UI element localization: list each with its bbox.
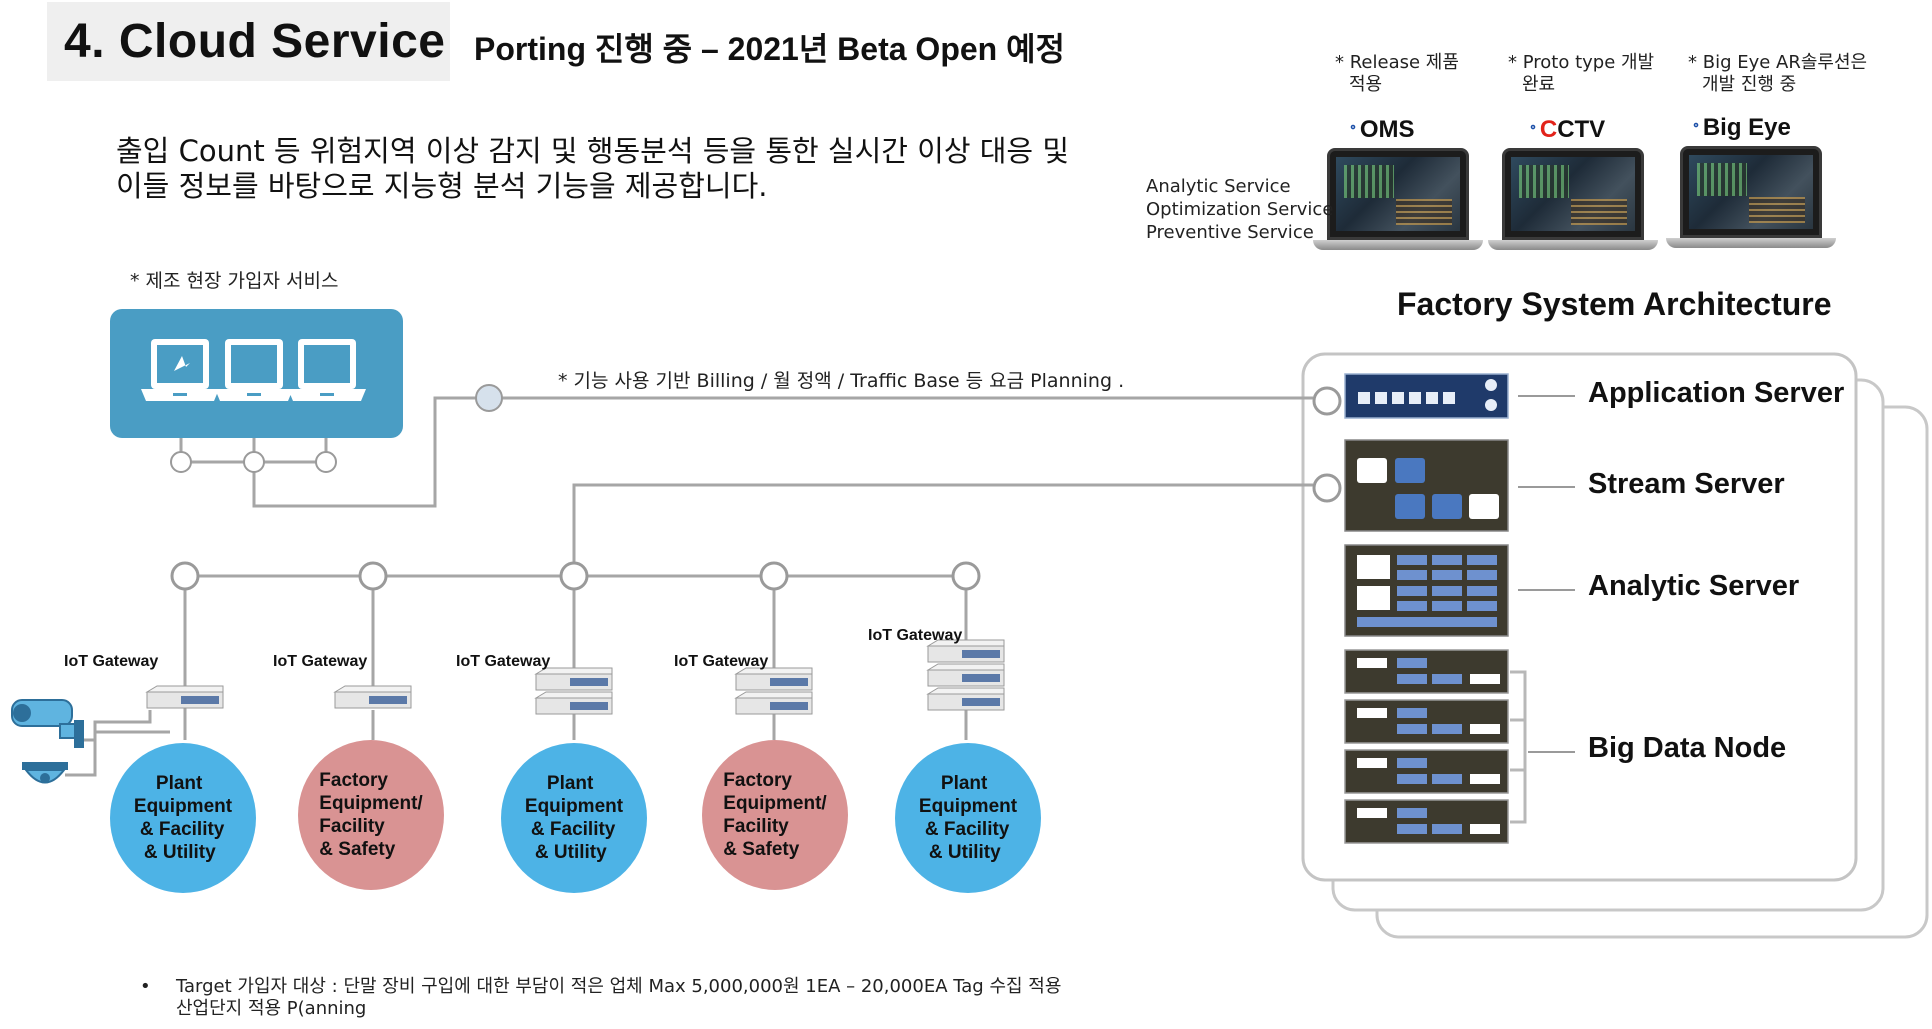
subscriber-note: * 제조 현장 가입자 서비스	[130, 270, 339, 292]
cctv-logo-icon: ᐤ	[1530, 122, 1536, 139]
footer-line-1: Target 가입자 대상 : 단말 장비 구입에 대한 부담이 적은 업체 M…	[176, 976, 1062, 997]
analytic-server-label: Analytic Server	[1588, 570, 1800, 602]
product-note-oms: * Release 제품 적용	[1335, 52, 1459, 95]
dome-camera-icon	[22, 762, 68, 784]
iot-gateway-icons	[145, 639, 1005, 715]
page-subtitle: Porting 진행 중 – 2021년 Beta Open 예정	[474, 31, 1065, 67]
bus-node	[951, 561, 981, 591]
iot-gateway-label-5: IoT Gateway	[868, 627, 963, 644]
iot-gateway-box-icon	[926, 687, 1005, 711]
title-background	[47, 2, 450, 81]
stream-server-connector	[1312, 473, 1342, 503]
footer-line-2: 산업단지 적용 P(anning	[176, 998, 367, 1019]
bullet-dot: •	[140, 976, 151, 997]
page-title: 4. Cloud Service	[64, 15, 446, 68]
stream-server-icon	[1344, 439, 1509, 532]
iot-gateway-box-icon	[534, 691, 613, 715]
laptop-icon	[215, 339, 293, 401]
subscriber-box	[110, 309, 403, 438]
iot-gateway-box-icon	[926, 639, 1005, 663]
iot-gateway-label-1: IoT Gateway	[64, 653, 159, 670]
big-data-node-icons	[1344, 649, 1509, 844]
node-dot	[170, 451, 192, 473]
iot-gateway-box-icon	[734, 667, 813, 691]
iot-gateway-label-3: IoT Gateway	[456, 653, 551, 670]
analytic-server-icon	[1344, 544, 1509, 637]
node-dot	[243, 451, 265, 473]
cctv-camera-icon	[11, 699, 84, 748]
big-eye-logo-icon: ᐤ	[1693, 120, 1699, 137]
iot-gateway-label-4: IoT Gateway	[674, 653, 769, 670]
oms-laptop-icon	[1313, 148, 1483, 253]
iot-gateway-label-2: IoT Gateway	[273, 653, 368, 670]
node-dot	[315, 451, 337, 473]
bus-node	[559, 561, 589, 591]
description-line-1: 출입 Count 등 위험지역 이상 감지 및 행동분석 등을 통한 실시간 이…	[116, 134, 1070, 168]
billing-note: * 기능 사용 기반 Billing / 월 정액 / Traffic Base…	[558, 370, 1125, 392]
big-data-node-label: Big Data Node	[1588, 732, 1787, 764]
iot-gateway-box-icon	[145, 685, 224, 709]
billing-node	[475, 384, 503, 412]
oms-logo-icon: ᐤ	[1350, 122, 1356, 139]
description: 출입 Count 등 위험지역 이상 감지 및 행동분석 등을 통한 실시간 이…	[116, 134, 1069, 204]
stream-server-label: Stream Server	[1588, 468, 1785, 500]
big-eye-laptop-icon	[1666, 146, 1836, 251]
laptop-icon	[288, 339, 366, 401]
app-server-connector	[1312, 386, 1342, 416]
product-note-big-eye: * Big Eye AR솔루션은 개발 진행 중	[1688, 52, 1868, 95]
iot-gateway-box-icon	[333, 685, 412, 709]
application-server-label: Application Server	[1588, 377, 1845, 409]
bus-node	[170, 561, 200, 591]
laptop-cursor-icon	[141, 339, 219, 401]
architecture-title: Factory System Architecture	[1397, 286, 1832, 322]
iot-gateway-box-icon	[534, 667, 613, 691]
iot-gateway-box-icon	[734, 691, 813, 715]
bus-node	[358, 561, 388, 591]
description-line-2: 이들 정보를 바탕으로 지능형 분석 기능을 제공합니다.	[116, 169, 768, 203]
product-note-cctv: * Proto type 개발 완료	[1508, 52, 1655, 95]
cctv-laptop-icon	[1488, 148, 1658, 253]
service-list: Analytic Service Optimization Service Pr…	[1146, 176, 1334, 243]
application-server-icon	[1344, 373, 1509, 419]
bus-node	[759, 561, 789, 591]
iot-gateway-box-icon	[926, 663, 1005, 687]
